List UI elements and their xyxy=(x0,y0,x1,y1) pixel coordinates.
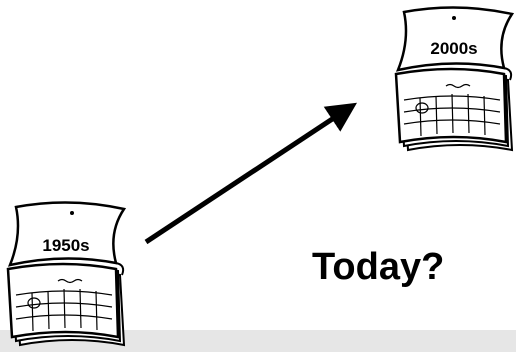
calendar-label-2000s: 2000s xyxy=(430,39,477,58)
calendar-label-1950s: 1950s xyxy=(42,236,89,255)
question-text: Today? xyxy=(312,246,444,289)
calendar-2000s: 2000s xyxy=(396,7,512,150)
calendar-1950s: 1950s xyxy=(8,202,124,345)
timeline-arrow xyxy=(146,106,352,242)
